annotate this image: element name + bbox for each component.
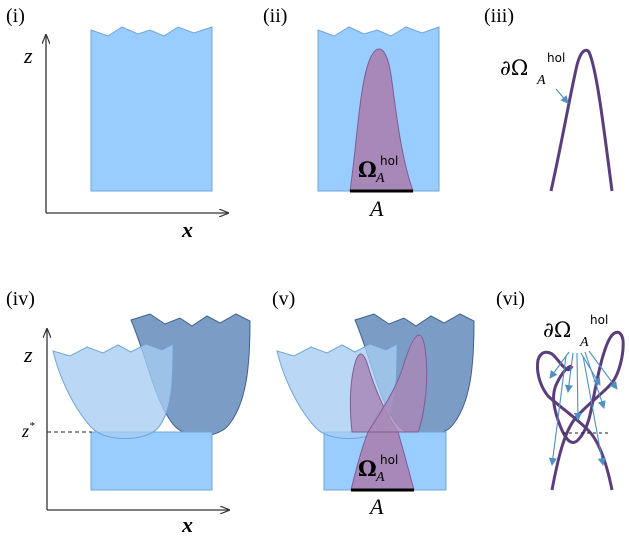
zstar-star: * bbox=[29, 420, 35, 432]
boundary-symbol: ∂Ω bbox=[500, 56, 529, 80]
panel-label-i: (i) bbox=[6, 5, 25, 27]
boundary-superscript: hol bbox=[547, 51, 566, 65]
omega-superscript: hol bbox=[380, 154, 399, 168]
interval-label: A bbox=[370, 196, 384, 221]
boundary-arrow bbox=[555, 88, 569, 104]
boundary-subscript: A bbox=[580, 335, 589, 350]
lower-bulk bbox=[90, 431, 213, 491]
boundary-label: ∂Ω hol A bbox=[500, 52, 590, 88]
panel-iii bbox=[549, 48, 614, 192]
panel-iv bbox=[47, 313, 251, 510]
panel-label-vi: (vi) bbox=[496, 288, 525, 310]
boundary-subscript: A bbox=[537, 73, 546, 88]
panel-label-ii: (ii) bbox=[263, 5, 288, 27]
bulk-spacetime bbox=[90, 26, 213, 192]
omega-symbol: Ω bbox=[358, 157, 377, 182]
z-axis-label: z bbox=[24, 43, 33, 68]
region-boundary bbox=[549, 48, 614, 192]
x-axis-label: x bbox=[182, 512, 193, 537]
panel-v bbox=[276, 313, 475, 492]
holographic-region-right-lobe bbox=[367, 334, 428, 433]
interval-label: A bbox=[370, 494, 384, 519]
boundary-label: ∂Ω hol A bbox=[543, 314, 629, 350]
boundary-arrows bbox=[548, 350, 618, 466]
region-boundary bbox=[536, 350, 614, 491]
z-axis-label: z bbox=[24, 342, 33, 367]
omega-label: Ω hol A bbox=[358, 155, 428, 189]
zstar-label: z* bbox=[22, 420, 35, 441]
panel-label-iii: (iii) bbox=[484, 5, 514, 27]
holographic-region bbox=[349, 48, 414, 192]
x-axis-label: x bbox=[182, 217, 193, 242]
omega-subscript: A bbox=[376, 171, 385, 186]
panel-i bbox=[46, 26, 228, 213]
panel-ii bbox=[317, 26, 440, 193]
omega-label: Ω hol A bbox=[358, 454, 428, 488]
omega-symbol: Ω bbox=[358, 456, 377, 481]
panel-vi bbox=[536, 330, 625, 491]
light-bulk bbox=[52, 343, 174, 439]
panel-label-v: (v) bbox=[272, 288, 296, 310]
zstar-z: z bbox=[22, 421, 30, 441]
boundary-superscript: hol bbox=[590, 313, 609, 327]
omega-subscript: A bbox=[376, 470, 385, 485]
panel-label-iv: (iv) bbox=[6, 288, 35, 310]
region-boundary bbox=[550, 330, 625, 491]
boundary-symbol: ∂Ω bbox=[543, 318, 572, 342]
omega-superscript: hol bbox=[380, 453, 399, 467]
